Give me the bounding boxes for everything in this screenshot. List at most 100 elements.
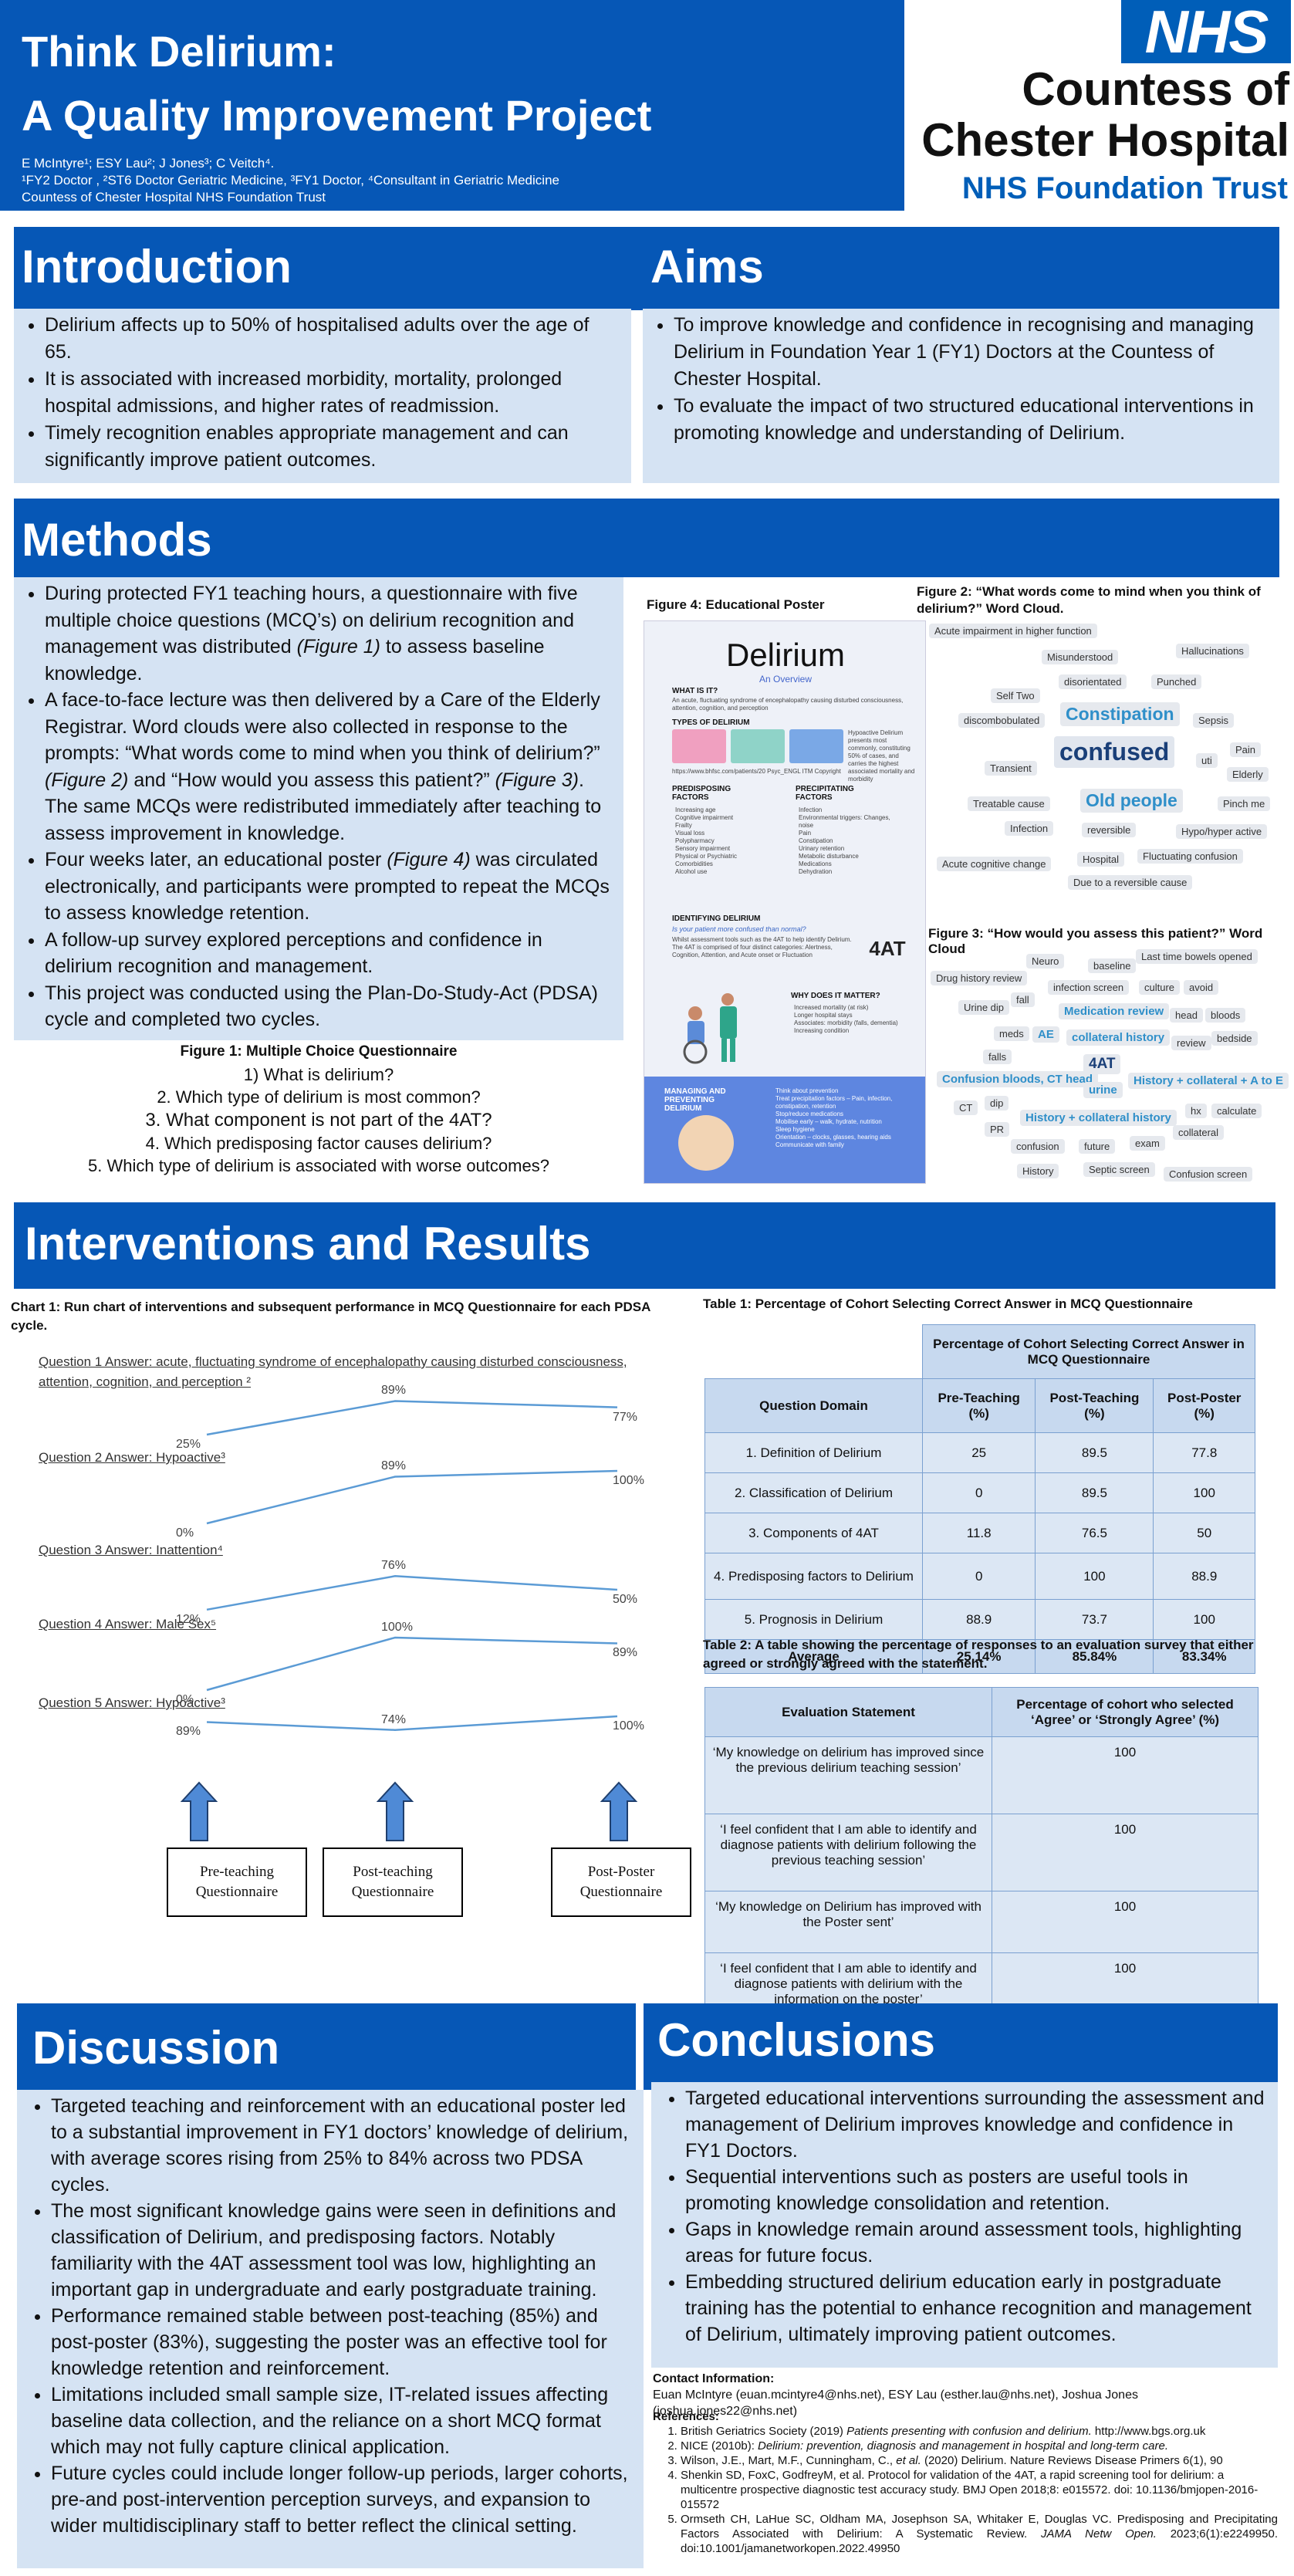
intro-bullet: It is associated with increased morbidit… (45, 366, 620, 420)
poster-title-line2: A Quality Improvement Project (22, 91, 652, 140)
wordcloud-word: culture (1139, 980, 1181, 995)
up-arrow-icon (600, 1781, 638, 1841)
figure1-item: 5. Which type of delirium is associated … (88, 1156, 549, 1175)
wordcloud-word: Pain (1230, 742, 1262, 757)
references-label: References: (653, 2410, 719, 2423)
run-chart-data-label: 100% (613, 1474, 644, 1487)
figure1: Figure 1: Multiple Choice Questionnaire … (14, 1043, 623, 1177)
wordcloud-word: Treatable cause (968, 796, 1050, 811)
discussion-bullet: Limitations included small sample size, … (51, 2382, 634, 2460)
wordcloud-assess: Neuro baseline Last time bowels opened D… (931, 946, 1289, 1185)
wordcloud-word: bedside (1211, 1031, 1258, 1046)
poster-what-heading: WHAT IS IT? (672, 687, 718, 695)
logo-line2: Chester Hospital (921, 114, 1289, 166)
wordcloud-word: disorientated (1059, 674, 1127, 689)
wordcloud-word: baseline (1088, 958, 1137, 973)
poster-identifying-sub: Is your patient more confused than norma… (672, 925, 806, 933)
table2-grid: Evaluation Statement Percentage of cohor… (704, 1687, 1259, 2026)
table-row: ‘My knowledge on delirium has improved s… (704, 1736, 1259, 1814)
poster-types-graphic (789, 729, 843, 763)
wordcloud-word: CT (954, 1100, 978, 1115)
run-chart-data-label: 100% (613, 1719, 644, 1733)
run-chart-data-label: 25% (176, 1438, 201, 1451)
run-chart: Question 1 Answer: acute, fluctuating sy… (0, 1335, 679, 1952)
wordcloud-word: dip (985, 1096, 1009, 1111)
chart1-title: Chart 1: Run chart of interventions and … (11, 1300, 650, 1333)
reference-item: Ormseth CH, LaHue SC, Oldham MA, Josephs… (681, 2512, 1278, 2556)
wordcloud-word: Fluctuating confusion (1137, 849, 1243, 864)
up-arrow-icon (376, 1781, 414, 1841)
run-chart-data-label: 74% (381, 1712, 407, 1726)
wordcloud-word: Transient (985, 761, 1037, 776)
run-chart-data-label: 77% (613, 1410, 638, 1424)
run-chart-data-label: 89% (381, 1384, 407, 1398)
reference-item: NICE (2010b): Delirium: prevention, diag… (681, 2439, 1278, 2453)
conclusions-bullet: Embedding structured delirium education … (685, 2269, 1267, 2348)
wordcloud-word: Sepsis (1193, 713, 1235, 728)
run-chart-series-line (206, 1636, 618, 1692)
wordcloud-word: collateral (1173, 1125, 1225, 1140)
poster-4at-badge: 4AT (869, 937, 906, 960)
methods-bullet: Four weeks later, an educational poster … (45, 847, 614, 927)
wordcloud-word: Elderly (1227, 767, 1269, 782)
wordcloud-word: confused (1054, 736, 1175, 768)
figure1-item: 1) What is delirium? (243, 1065, 394, 1084)
clinician-patient-icon (683, 993, 737, 1064)
run-chart-data-label: 89% (381, 1459, 407, 1473)
run-chart-data-label: 76% (381, 1559, 407, 1573)
introduction-body: Delirium affects up to 50% of hospitalis… (14, 309, 631, 483)
institution: Countess of Chester Hospital NHS Foundat… (22, 190, 326, 205)
poster-types-graphic (672, 729, 726, 763)
run-chart-question-2: Question 2 Answer: Hypoactive³ (39, 1450, 225, 1465)
wordcloud-word: Infection (1005, 821, 1054, 836)
discussion-title: Discussion (32, 2022, 280, 2074)
contact-info: Contact Information: Euan McIntyre (euan… (653, 2371, 1278, 2419)
figure3-title: Figure 3: “How would you assess this pat… (928, 926, 1263, 956)
run-chart-data-label: 50% (613, 1593, 638, 1606)
poster-managing-text: Think about prevention Treat precipitati… (775, 1087, 893, 1148)
run-chart-question-3: Question 3 Answer: Inattention⁴ (39, 1543, 223, 1557)
methods-bullet: This project was conducted using the Pla… (45, 980, 614, 1033)
poster-precipitating-text: Infection Environmental triggers: Change… (799, 806, 890, 875)
aims-body: To improve knowledge and confidence in r… (643, 309, 1279, 483)
poster-precipitating-heading: PRECIPITATING FACTORS (796, 785, 854, 802)
wordcloud-word: exam (1130, 1136, 1165, 1151)
poster-hands-graphic (678, 1115, 734, 1171)
references-list: British Geriatrics Society (2019) Patien… (653, 2424, 1278, 2556)
wordcloud-word: collateral history (1066, 1029, 1171, 1046)
table2-header: Percentage of cohort who selected ‘Agree… (992, 1687, 1259, 1737)
wordcloud-word: fall (1011, 992, 1035, 1007)
wordcloud-word: Punched (1151, 674, 1202, 689)
run-chart-series-line (206, 1469, 618, 1525)
box-post-teaching: Post-teaching Questionnaire (323, 1847, 463, 1917)
box-pre-teaching: Pre-teaching Questionnaire (167, 1847, 307, 1917)
run-chart-series-line (206, 1575, 618, 1611)
contact-label: Contact Information: (653, 2372, 775, 2385)
wordcloud-word: Acute impairment in higher function (929, 624, 1097, 638)
run-chart-data-label: 89% (176, 1725, 201, 1739)
contact-text: Euan McIntyre (euan.mcintyre4@nhs.net), … (653, 2388, 1138, 2418)
wordcloud-word: Pinch me (1218, 796, 1271, 811)
table1-header: Question Domain (704, 1378, 923, 1433)
header-banner (0, 0, 904, 211)
wordcloud-word: head (1170, 1008, 1203, 1023)
discussion-body: Targeted teaching and reinforcement with… (17, 2090, 644, 2568)
references: References: British Geriatrics Society (… (653, 2409, 1278, 2556)
wordcloud-word: Constipation (1060, 702, 1180, 726)
conclusions-title: Conclusions (657, 2014, 936, 2066)
wordcloud-word: History + collateral + A to E (1128, 1073, 1289, 1089)
aims-bullet: To evaluate the impact of two structured… (674, 393, 1269, 447)
methods-body: During protected FY1 teaching hours, a q… (14, 577, 623, 1040)
run-chart-question-4: Question 4 Answer: Male Sex⁵ (39, 1617, 217, 1631)
wordcloud-word: History (1017, 1164, 1059, 1178)
figure1-item: 4. Which predisposing factor causes deli… (145, 1134, 492, 1153)
conclusions-body: Targeted educational interventions surro… (651, 2082, 1278, 2368)
run-chart-question-1: Question 1 Answer: acute, fluctuating sy… (39, 1354, 627, 1389)
wordcloud-word: Hallucinations (1176, 644, 1249, 658)
poster-managing-heading: MANAGING AND PREVENTING DELIRIUM (664, 1087, 726, 1113)
reference-item: Shenkin SD, FoxC, GodfreyM, et al. Proto… (681, 2468, 1278, 2512)
wordcloud-word: Due to a reversible cause (1068, 875, 1193, 890)
poster-clinician-illustration (672, 984, 757, 1069)
